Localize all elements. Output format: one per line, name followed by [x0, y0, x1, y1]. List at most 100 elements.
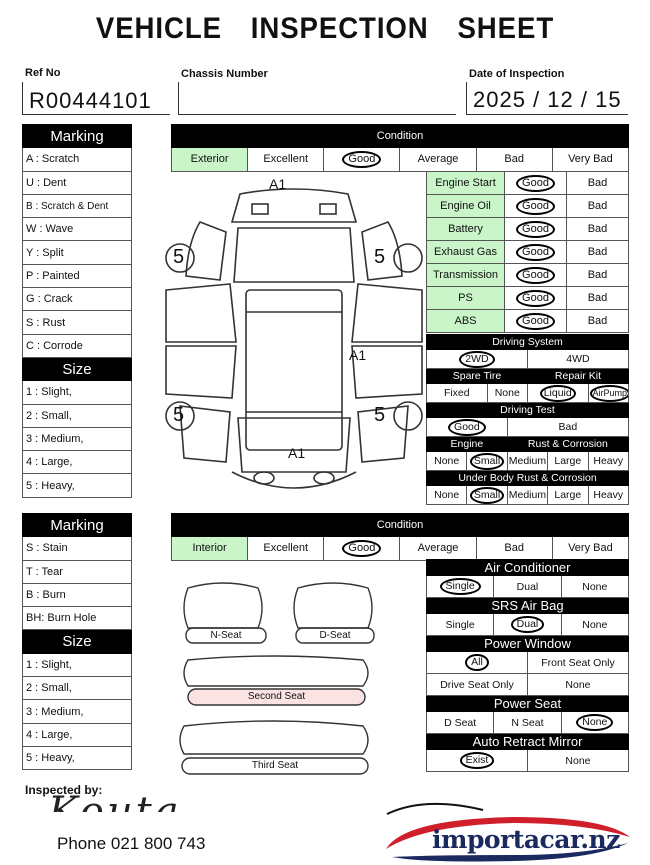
engine-rust-medium[interactable]: Medium: [506, 451, 549, 471]
phone-number: Phone 021 800 743: [57, 834, 206, 853]
marking-item: T : Tear: [22, 559, 132, 584]
driving-2wd-selected[interactable]: 2WD: [426, 349, 528, 369]
check-good[interactable]: Good: [504, 240, 567, 264]
engine-rust-heavy[interactable]: Heavy: [587, 451, 629, 471]
driving-4wd[interactable]: 4WD: [526, 349, 630, 369]
repair-liquid-selected[interactable]: Liquid: [526, 383, 589, 403]
size-item: 5 : Heavy,: [22, 473, 132, 498]
pw-drive-seat-only[interactable]: Drive Seat Only: [426, 673, 528, 696]
ac-single-selected[interactable]: Single: [425, 575, 495, 598]
check-good[interactable]: Good: [504, 217, 567, 241]
chassis-field[interactable]: [178, 82, 456, 115]
ps-none-selected[interactable]: None: [560, 711, 630, 734]
underbody-large[interactable]: Large: [547, 485, 589, 505]
check-bad[interactable]: Bad: [566, 263, 629, 287]
size-item: 4 : Large,: [22, 722, 132, 747]
pw-none[interactable]: None: [526, 673, 630, 696]
logo-swoosh: [386, 817, 630, 862]
underbody-medium[interactable]: Medium: [506, 485, 549, 505]
option-bad[interactable]: Bad: [475, 147, 553, 172]
marking-item: C : Corrode: [22, 333, 132, 358]
vehicle-diagram: [165, 188, 423, 489]
option-excellent[interactable]: Excellent: [247, 536, 325, 561]
srs-air-bag-header: SRS Air Bag: [426, 597, 629, 614]
date-field[interactable]: 2025 / 12 / 15: [466, 82, 628, 115]
size-item: 3 : Medium,: [22, 426, 132, 452]
marking-item: W : Wave: [22, 217, 132, 242]
marking-item: A : Scratch: [22, 147, 132, 172]
option-average[interactable]: Average: [399, 536, 477, 561]
check-good[interactable]: Good: [504, 263, 567, 287]
d-seat-label: D-Seat: [319, 630, 351, 641]
inspected-by-label: Inspected by:: [25, 783, 103, 797]
srs-dual-selected[interactable]: Dual: [493, 613, 562, 636]
condition-exterior-header: Condition Exterior Excellent Good Averag…: [170, 123, 630, 172]
driving-system-header: Driving System: [426, 334, 629, 350]
spare-fixed[interactable]: Fixed: [426, 383, 488, 403]
wheel-mark-fl: 5: [173, 246, 185, 268]
engine-rust-small-selected[interactable]: Small: [466, 451, 508, 471]
check-bad[interactable]: Bad: [566, 194, 629, 218]
pw-all-selected[interactable]: All: [426, 651, 528, 674]
marking-item: Y : Split: [22, 240, 132, 265]
check-bad[interactable]: Bad: [566, 171, 629, 195]
check-bad[interactable]: Bad: [566, 217, 629, 241]
ps-d-seat[interactable]: D Seat: [425, 711, 495, 734]
marking-header: Marking: [22, 512, 132, 538]
option-very-bad[interactable]: Very Bad: [551, 536, 630, 561]
check-bad[interactable]: Bad: [566, 309, 629, 333]
page-title: VEHICLE INSPECTION SHEET: [95, 12, 555, 45]
spare-none[interactable]: None: [486, 383, 528, 403]
underbody-heavy[interactable]: Heavy: [587, 485, 629, 505]
engine-rust-header-left: Engine: [426, 436, 508, 452]
pw-front-seat-only[interactable]: Front Seat Only: [526, 651, 630, 674]
engine-rust-large[interactable]: Large: [547, 451, 589, 471]
check-good[interactable]: Good: [504, 194, 567, 218]
srs-none[interactable]: None: [560, 613, 630, 636]
option-very-bad[interactable]: Very Bad: [551, 147, 630, 172]
marking-item: P : Painted: [22, 263, 132, 289]
air-conditioner-header: Air Conditioner: [426, 559, 629, 576]
condition-header: Condition: [171, 512, 629, 538]
ref-no-field[interactable]: R00444101: [22, 82, 170, 115]
condition-header: Condition: [171, 123, 629, 149]
wheel-mark-fr: 5: [374, 246, 386, 268]
check-good[interactable]: Good: [504, 309, 567, 333]
repair-airpump-selected[interactable]: AirPump: [587, 383, 629, 403]
marking-header: Marking: [22, 123, 132, 149]
option-excellent[interactable]: Excellent: [247, 147, 325, 172]
importacar-logo[interactable]: importacar.nz: [384, 815, 634, 863]
ac-none[interactable]: None: [560, 575, 630, 598]
option-good-selected[interactable]: Good: [323, 147, 401, 172]
interior-label: Interior: [170, 536, 249, 561]
underbody-small-selected[interactable]: Small: [466, 485, 508, 505]
size-item: 1 : Slight,: [22, 380, 132, 405]
option-good-selected[interactable]: Good: [323, 536, 401, 561]
arm-none[interactable]: None: [526, 749, 630, 772]
date-value: 2025 / 12 / 15: [473, 87, 622, 112]
driving-test-header: Driving Test: [426, 402, 629, 418]
seats-diagram: [179, 582, 375, 775]
engine-rust-none[interactable]: None: [425, 451, 468, 471]
ac-dual[interactable]: Dual: [493, 575, 562, 598]
condition-interior-header: Condition Interior Excellent Good Averag…: [170, 512, 630, 561]
driving-test-good-selected[interactable]: Good: [426, 417, 508, 437]
marking-item: U : Dent: [22, 170, 132, 195]
check-bad[interactable]: Bad: [566, 286, 629, 310]
check-bad[interactable]: Bad: [566, 240, 629, 264]
underbody-none[interactable]: None: [425, 485, 468, 505]
size-item: 2 : Small,: [22, 676, 132, 701]
srs-single[interactable]: Single: [425, 613, 495, 636]
driving-test-bad[interactable]: Bad: [506, 417, 630, 437]
option-average[interactable]: Average: [399, 147, 477, 172]
arm-exist-selected[interactable]: Exist: [426, 749, 528, 772]
marking-interior-table: Marking S : Stain T : Tear B : Burn BH: …: [22, 512, 132, 771]
option-bad[interactable]: Bad: [475, 536, 553, 561]
ps-n-seat[interactable]: N Seat: [493, 711, 562, 734]
check-good[interactable]: Good: [504, 171, 567, 195]
check-good[interactable]: Good: [504, 286, 567, 310]
